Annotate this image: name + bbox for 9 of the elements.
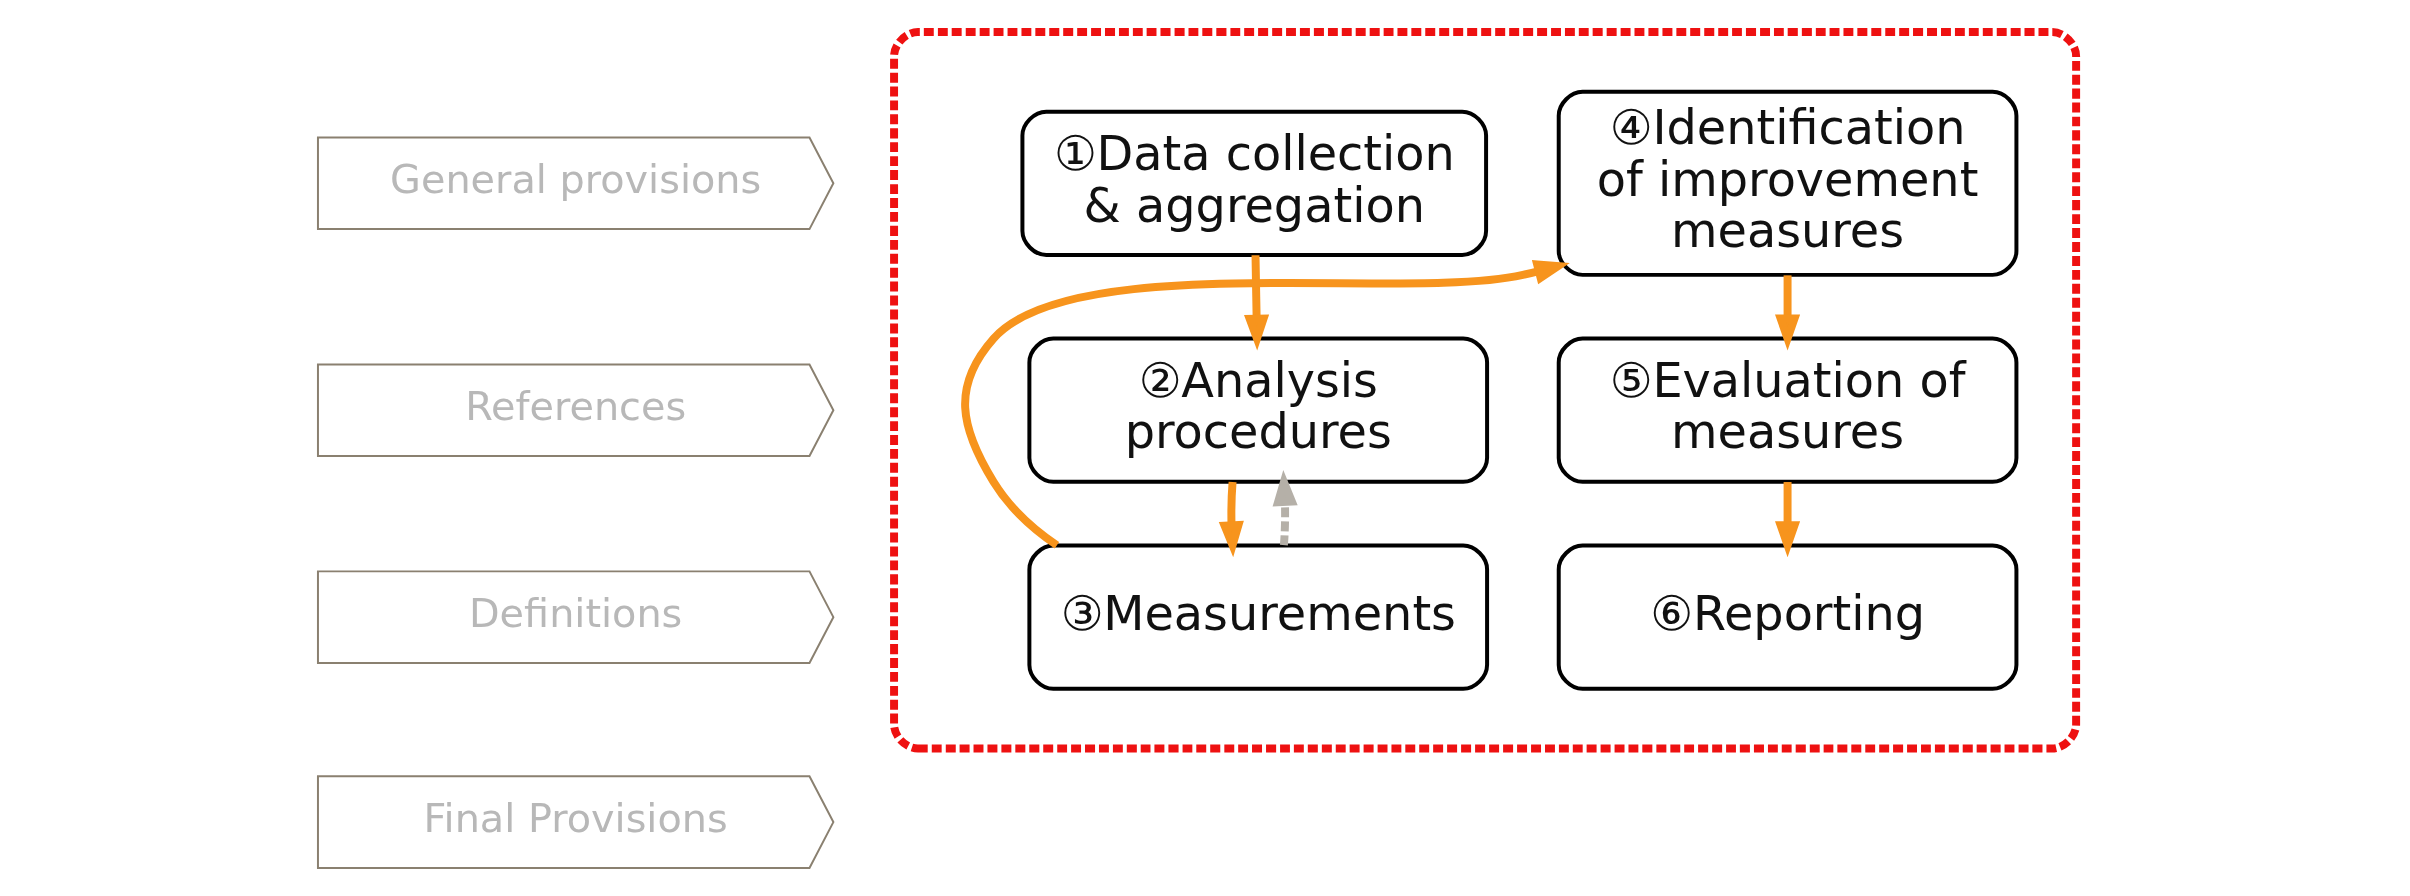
node-box: ③Measurements	[1027, 543, 1490, 691]
node-box: ⑥Reporting	[1556, 543, 2019, 691]
node-box: ①Data collection & aggregation	[1020, 109, 1489, 257]
arrow	[961, 259, 1570, 549]
cluster	[890, 28, 2081, 753]
node-box: ⑤Evaluation of measures	[1556, 336, 2019, 484]
node-box: ④Identification of improvement measures	[1556, 89, 2019, 277]
node-box: ②Analysis procedures	[1027, 336, 1490, 484]
arrow	[1218, 481, 1244, 558]
